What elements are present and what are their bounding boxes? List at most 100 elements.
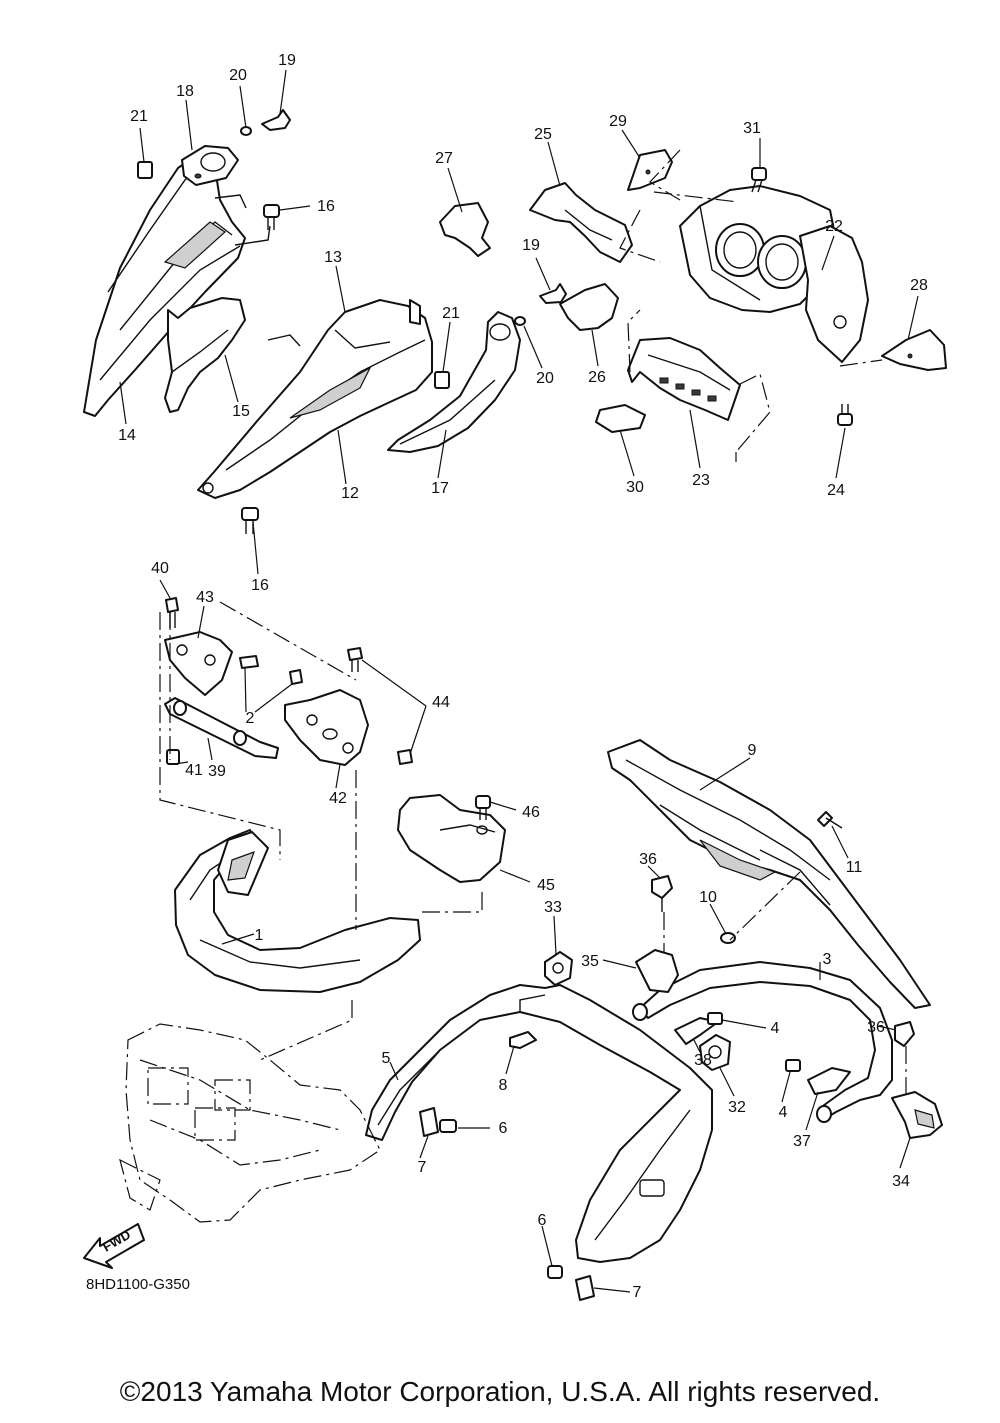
nut-41 [166, 749, 180, 765]
callout-4a: 4 [771, 1020, 780, 1037]
callout-33: 33 [544, 899, 562, 916]
callout-14: 14 [118, 427, 136, 444]
part-45-cover [397, 794, 506, 883]
callout-27: 27 [435, 150, 453, 167]
bolt-2b [289, 669, 303, 685]
part-12-13-cowl [197, 299, 433, 499]
callout-34: 34 [892, 1173, 910, 1190]
bolt-4a [707, 1012, 723, 1025]
callout-6a: 6 [499, 1120, 508, 1137]
washer-20a [240, 126, 252, 136]
part-26-cover [559, 283, 619, 331]
part-33-grommet [544, 951, 573, 986]
bolt-44a [347, 647, 363, 672]
nut-7b [575, 1275, 595, 1301]
callout-39: 39 [208, 763, 226, 780]
part-32-grommet [699, 1034, 731, 1071]
part-38-bracket [674, 1017, 719, 1045]
bolt-6a [439, 1119, 457, 1133]
pin-36b [894, 1021, 915, 1047]
callout-37: 37 [793, 1133, 811, 1150]
part-23-plate [627, 337, 741, 421]
copyright-notice: ©2013 Yamaha Motor Corporation, U.S.A. A… [119, 1376, 881, 1407]
part-8-clip [509, 1031, 537, 1049]
callout-20a: 20 [229, 67, 247, 84]
part-29-cap [627, 149, 673, 191]
bolt-4b [785, 1059, 801, 1072]
callout-46: 46 [522, 804, 540, 821]
callout-1: 1 [255, 927, 264, 944]
rivet-11 [817, 811, 843, 829]
frame-phantom [119, 1023, 381, 1223]
callout-35: 35 [581, 953, 599, 970]
callout-26: 26 [588, 369, 606, 386]
bolt-6b [547, 1265, 563, 1279]
callout-23: 23 [692, 472, 710, 489]
part-30-pad [595, 404, 646, 433]
bolt-19b [539, 283, 567, 304]
fwd-arrow: FWD [83, 1223, 145, 1269]
part-27-pad [439, 202, 491, 257]
part-35-bracket [635, 949, 679, 993]
part-25-cover [529, 182, 633, 263]
part-9-rack [607, 739, 931, 1009]
callout-32: 32 [728, 1099, 746, 1116]
callout-7b: 7 [633, 1284, 642, 1301]
callout-18: 18 [176, 83, 194, 100]
bolt-44b [397, 749, 413, 765]
part-37-bracket [807, 1067, 851, 1095]
washer-10 [720, 932, 736, 944]
part-22-housing [679, 185, 869, 363]
callout-19b: 19 [522, 237, 540, 254]
fastener-21b [434, 371, 450, 389]
callout-36b: 36 [867, 1019, 885, 1036]
callout-4b: 4 [779, 1104, 788, 1121]
callout-9: 9 [748, 742, 757, 759]
callout-7a: 7 [418, 1159, 427, 1176]
part-34-cover [891, 1091, 943, 1139]
callout-40: 40 [151, 560, 169, 577]
callout-17: 17 [431, 480, 449, 497]
callout-30: 30 [626, 479, 644, 496]
washer-20b [514, 316, 526, 326]
part-1-bumper [174, 829, 421, 993]
part-5-guard [365, 984, 713, 1263]
callout-19a: 19 [278, 52, 296, 69]
callout-42: 42 [329, 790, 347, 807]
screw-31 [751, 167, 767, 193]
part-18-bracket [181, 145, 239, 186]
callout-3: 3 [823, 951, 832, 968]
callout-15: 15 [232, 403, 250, 420]
callout-29: 29 [609, 113, 627, 130]
callout-16b: 16 [251, 577, 269, 594]
callout-41: 41 [185, 762, 203, 779]
callout-43: 43 [196, 589, 214, 606]
part-15-panel [164, 297, 246, 413]
callout-28: 28 [910, 277, 928, 294]
part-39-rod [164, 697, 279, 759]
callout-8: 8 [499, 1077, 508, 1094]
part-14-cowl [83, 149, 271, 417]
bolt-16a [263, 204, 280, 230]
callout-25: 25 [534, 126, 552, 143]
callout-13: 13 [324, 249, 342, 266]
bolt-2a [239, 655, 259, 669]
bolt-19a [261, 109, 291, 131]
leader-lines [119, 69, 919, 1293]
callout-12: 12 [341, 485, 359, 502]
screw-24 [837, 404, 853, 426]
callout-45: 45 [537, 877, 555, 894]
callout-31: 31 [743, 120, 761, 137]
callout-24: 24 [827, 482, 845, 499]
fastener-21a [137, 161, 153, 179]
callout-22: 22 [825, 218, 843, 235]
bolt-40 [165, 597, 179, 628]
callout-6b: 6 [538, 1212, 547, 1229]
part-28-clip [881, 329, 947, 371]
callout-44: 44 [432, 694, 450, 711]
callout-36a: 36 [639, 851, 657, 868]
nut-7a [419, 1107, 439, 1137]
part-43-bracket [164, 631, 233, 696]
diagram-code: 8HD1100-G350 [86, 1276, 190, 1293]
